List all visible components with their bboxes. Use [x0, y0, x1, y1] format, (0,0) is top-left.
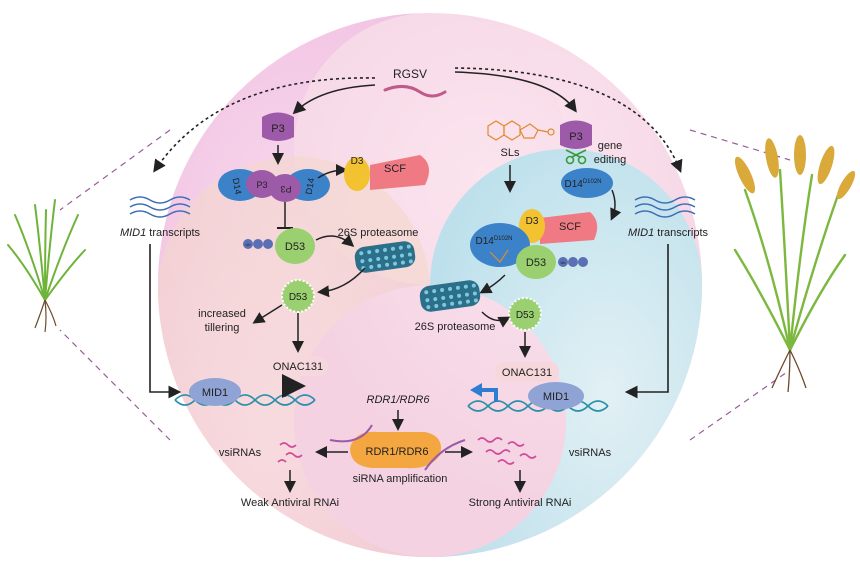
svg-text:P3: P3	[256, 180, 267, 190]
left-ubiquitin-chain-icon: Ub	[243, 239, 273, 249]
left-vsirna-icon	[277, 442, 303, 463]
right-ubiquitin-chain-icon: Ub	[558, 257, 588, 267]
right-d14-edited: D14D102N	[561, 168, 613, 198]
strigolactone-molecule-icon	[487, 120, 555, 141]
right-d14-d3-scf-d53-complex: D3 SCF D14D102N D53	[470, 209, 598, 279]
svg-text:D14D102N: D14D102N	[475, 236, 512, 247]
right-onac131: ONAC131	[495, 362, 559, 382]
svg-text:D53: D53	[516, 310, 535, 321]
arrows-top	[153, 67, 683, 173]
left-mid1-protein: MID1	[189, 378, 241, 406]
right-outcome-label: Strong Antiviral RNAi	[469, 497, 572, 509]
left-outcome-label: Weak Antiviral RNAi	[241, 497, 339, 509]
svg-text:ONAC131: ONAC131	[273, 361, 323, 373]
svg-text:D14: D14	[231, 177, 244, 195]
center-rdr-protein: RDR1/RDR6	[329, 424, 466, 471]
right-mid1-protein: MID1	[528, 382, 584, 410]
svg-text:RDR1/RDR6: RDR1/RDR6	[366, 446, 429, 458]
left-p3-d14-complex: D14 P3 P3 D14	[218, 169, 330, 202]
right-d53-degraded: D53	[508, 297, 542, 331]
left-proteasome-icon	[354, 241, 416, 273]
svg-text:P3: P3	[271, 123, 284, 135]
left-mid1-transcripts-label: MID1 transcripts	[120, 227, 201, 239]
svg-text:D53: D53	[285, 241, 305, 253]
svg-text:D14D102N: D14D102N	[564, 179, 601, 190]
svg-text:P3: P3	[569, 131, 582, 143]
svg-text:D3: D3	[526, 216, 539, 227]
svg-text:SCF: SCF	[559, 221, 581, 233]
right-mid1-transcripts-icon	[634, 196, 696, 218]
svg-text:MID1: MID1	[543, 391, 569, 403]
left-d53-degraded: D53	[281, 279, 315, 313]
svg-text:P3: P3	[280, 184, 291, 194]
left-proteasome-label: 26S proteasome	[338, 227, 419, 239]
scissors-icon	[565, 149, 587, 165]
right-repression-arrow-icon	[470, 383, 498, 402]
svg-text:MID1: MID1	[202, 387, 228, 399]
virus-rna-icon	[383, 85, 447, 98]
right-p3-protein: P3	[560, 120, 592, 149]
plant-connectors	[59, 129, 791, 441]
right-vsirna-icon	[477, 437, 537, 465]
center-rdr-genes-label: RDR1/RDR6	[367, 394, 431, 406]
svg-text:D53: D53	[526, 257, 546, 269]
rice-seedling-icon	[7, 199, 86, 333]
left-mid1-transcripts-icon	[129, 196, 191, 218]
right-vsirnas-label: vsiRNAs	[569, 447, 612, 459]
mature-rice-plant-icon	[733, 135, 856, 393]
svg-text:SCF: SCF	[384, 163, 406, 175]
center-amplification-label: siRNA amplification	[353, 473, 448, 485]
background-circle	[157, 13, 702, 558]
left-p3-protein: P3	[262, 112, 294, 141]
svg-text:ONAC131: ONAC131	[502, 367, 552, 379]
right-mid1-transcripts-label: MID1 transcripts	[628, 227, 709, 239]
svg-text:Ub: Ub	[560, 260, 566, 265]
left-d53-protein: D53	[275, 228, 315, 264]
left-onac131: ONAC131	[268, 356, 328, 376]
svg-text:D14: D14	[304, 177, 317, 195]
svg-text:D3: D3	[351, 156, 364, 167]
left-vsirnas-label: vsiRNAs	[219, 447, 262, 459]
left-d3-scf-complex: D3 SCF	[344, 155, 429, 191]
svg-text:Ub: Ub	[245, 242, 251, 247]
svg-text:D53: D53	[289, 292, 308, 303]
virus-label: RGSV	[393, 67, 427, 81]
right-sls-label: SLs	[501, 147, 520, 159]
right-proteasome-icon	[419, 280, 481, 312]
right-proteasome-label: 26S proteasome	[415, 321, 496, 333]
